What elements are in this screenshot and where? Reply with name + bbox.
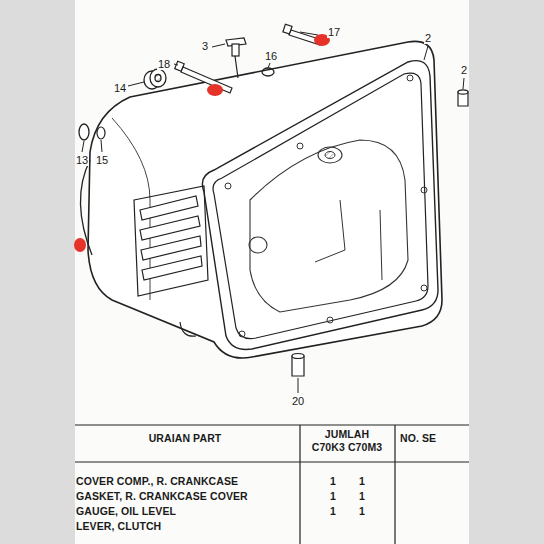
crankcase-cover	[88, 41, 442, 358]
oil-seal	[79, 124, 89, 140]
table-cell: 1	[359, 506, 365, 518]
cover-cavity	[250, 140, 408, 312]
collar	[144, 69, 166, 89]
table-cell: GAUGE, OIL LEVEL	[76, 506, 176, 518]
callout-number: 13	[75, 154, 89, 166]
red-marker	[74, 34, 330, 252]
table-header: JUMLAH	[325, 429, 369, 441]
oil-level-gauge	[226, 38, 246, 78]
table-header: NO. SE	[400, 433, 436, 445]
table-header: C70K3 C70M3	[312, 442, 383, 454]
callout-number: 2	[460, 64, 468, 76]
boss	[249, 237, 267, 253]
table-header: URAIAN PART	[149, 433, 222, 445]
gasket	[202, 61, 438, 350]
leader-lines	[82, 32, 464, 393]
o-ring	[262, 68, 274, 76]
rib	[315, 200, 345, 262]
rib	[380, 210, 382, 280]
paper-sheet	[75, 0, 469, 544]
table-cell: 1	[330, 491, 336, 503]
louver-vents	[134, 186, 208, 296]
callout-number: 20	[291, 395, 305, 407]
table-cell: 1	[330, 506, 336, 518]
table-cell: LEVER, CLUTCH	[76, 521, 161, 533]
cover-flange	[213, 73, 428, 338]
callout-number: 3	[201, 40, 209, 52]
table-cell: GASKET, R. CRANKCASE COVER	[76, 491, 248, 503]
bolt	[175, 61, 232, 93]
parts-table-lines	[75, 425, 469, 544]
callout-number: 16	[264, 50, 278, 62]
boss	[318, 147, 342, 163]
table-cell: 1	[330, 476, 336, 488]
callout-number: 14	[113, 82, 127, 94]
table-cell: 1	[359, 476, 365, 488]
table-cell: COVER COMP., R. CRANKCASE	[76, 476, 238, 488]
boss-hole	[325, 152, 335, 159]
bolt-holes	[225, 75, 427, 337]
callout-number: 18	[157, 58, 171, 70]
dowel-pin	[292, 90, 468, 376]
callout-number: 15	[95, 154, 109, 166]
callout-number: 2	[424, 32, 432, 44]
callout-number: 17	[327, 26, 341, 38]
table-cell: 1	[359, 491, 365, 503]
cover-tab	[180, 322, 196, 336]
o-ring	[97, 127, 105, 139]
